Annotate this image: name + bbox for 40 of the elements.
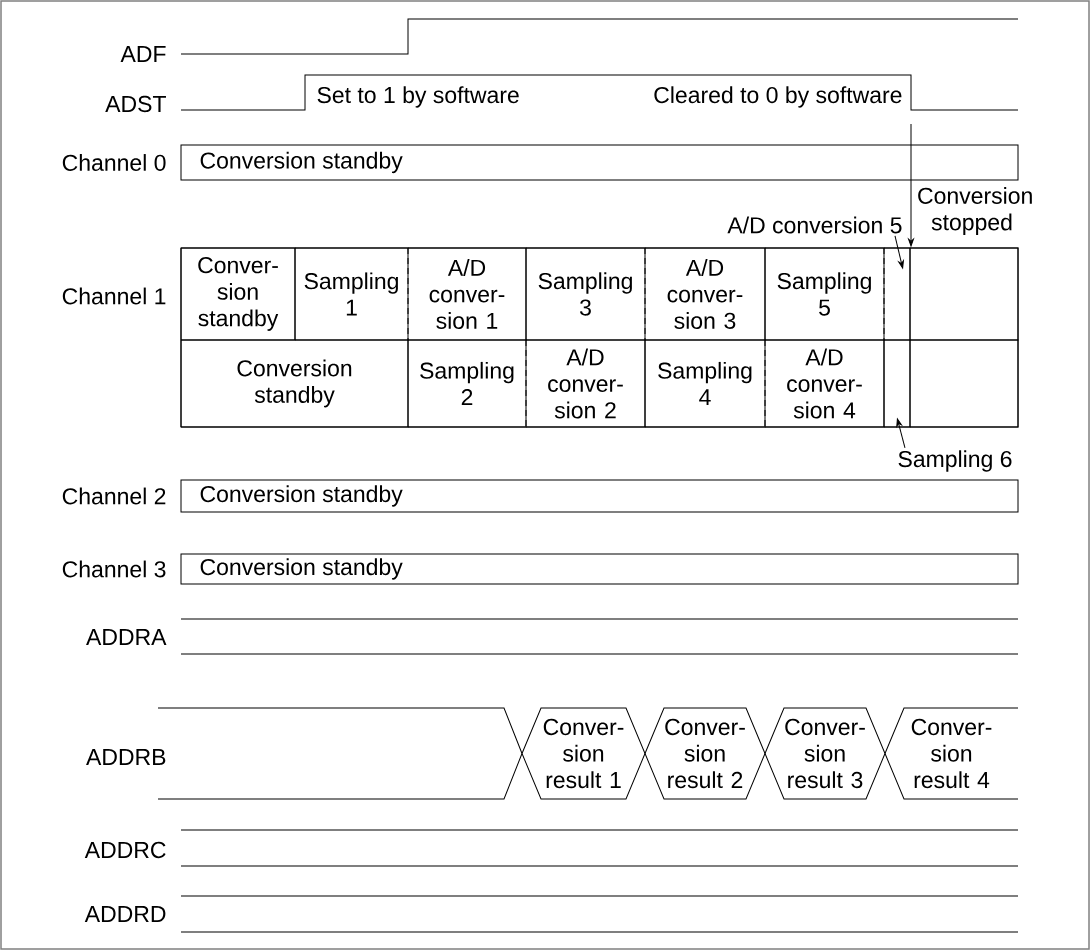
channel-label: Channel 1 — [62, 287, 166, 305]
timing-cell: Conver- sion standby — [180, 247, 296, 341]
timing-cell: A/D conver- sion 4 — [764, 339, 885, 428]
timing-cell: Sampling 5 — [764, 247, 885, 341]
channel-label: Channel 2 — [62, 487, 166, 505]
data-hexagon: Conver- sion result 4 — [884, 707, 1019, 800]
arrow — [908, 123, 914, 247]
leader-text: A/D conversion 5 — [727, 216, 902, 234]
signal-label: ADDRA — [86, 629, 167, 645]
channel-box: Conversion standby — [180, 553, 1019, 585]
leader-line — [896, 418, 906, 449]
leader-text: Sampling 6 — [898, 450, 1012, 472]
data-hexagon: Conver- sion result 1 — [521, 707, 646, 800]
timing-cell — [883, 339, 911, 428]
channel-label: Channel 3 — [62, 560, 166, 578]
signal-label: ADDRD — [84, 906, 166, 922]
annotation-text: Conversion stopped — [918, 187, 1032, 235]
timing-cell: Sampling 4 — [644, 339, 766, 428]
annotation-text: Cleared to 0 by software — [654, 86, 902, 108]
timing-cell: Sampling 1 — [294, 247, 409, 341]
timing-cell — [883, 247, 911, 341]
channel-box: Conversion standby — [180, 479, 1019, 513]
timing-cell — [909, 247, 1019, 341]
signal-label: ADDRC — [84, 841, 166, 859]
timing-cell: A/D conver- sion 3 — [644, 247, 766, 341]
signal-label: ADST — [105, 95, 166, 113]
data-hexagon: Conver- sion result 2 — [644, 707, 766, 800]
timing-cell: A/D conver- sion 2 — [525, 339, 646, 428]
timing-cell: Conversion standby — [180, 339, 409, 428]
timing-cell: A/D conver- sion 1 — [407, 247, 527, 341]
timing-cell — [909, 339, 1019, 428]
signal-label: ADF — [120, 46, 166, 62]
timing-cell: Sampling 3 — [525, 247, 646, 341]
channel-box: Conversion standby — [180, 144, 1019, 181]
timing-cell: Sampling 2 — [407, 339, 527, 428]
channel-label: Channel 0 — [62, 154, 166, 171]
annotation-text: Set to 1 by software — [317, 86, 519, 108]
data-hexagon: Conver- sion result 3 — [764, 707, 886, 800]
leader-line — [894, 235, 904, 269]
signal-label: ADDRB — [86, 749, 166, 765]
